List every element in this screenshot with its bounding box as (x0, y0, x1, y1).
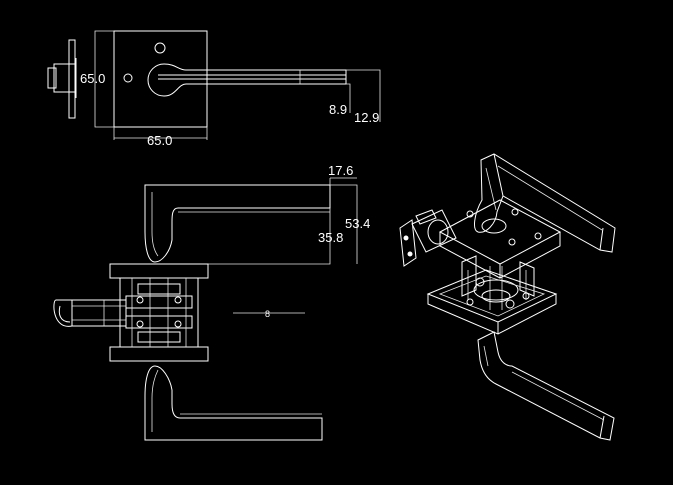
exploded-view (399, 153, 616, 441)
side-lever-height-inner-label: 35.8 (318, 230, 343, 245)
iso-lower-lever (477, 331, 615, 441)
side-upper-rose (109, 263, 209, 279)
side-lever-thickness-label: 17.6 (328, 163, 353, 178)
iso-latch (399, 209, 457, 267)
side-lever-dimensions: 17.6 53.4 35.8 (208, 163, 370, 265)
top-screw-hole-left (123, 73, 133, 83)
top-lever-dimensions: 8.9 12.9 (329, 69, 381, 125)
top-lever-inner-label: 8.9 (329, 102, 347, 117)
side-lower-lever (144, 365, 323, 441)
iso-upper-lever (474, 153, 616, 253)
top-latch (47, 39, 77, 119)
top-screw-hole-top (154, 42, 166, 54)
side-lower-rose (109, 346, 209, 362)
side-view: 17.6 53.4 35.8 (53, 163, 370, 441)
top-rose-height-label: 65.0 (80, 71, 105, 86)
top-height-dimension: 65.0 (80, 30, 114, 128)
side-spindle-marker: 8 (233, 309, 305, 319)
iso-mechanism (461, 255, 535, 310)
top-lever-outer-label: 12.9 (354, 110, 379, 125)
side-latch (53, 299, 127, 327)
top-lever (147, 63, 347, 97)
side-mechanism (119, 277, 199, 348)
top-rose-width-label: 65.0 (147, 133, 172, 148)
side-lever-height-outer-label: 53.4 (345, 216, 370, 231)
top-width-dimension: 65.0 (113, 127, 208, 148)
iso-upper-rose (438, 199, 562, 279)
top-view: 65.0 8.9 12.9 65.0 (47, 30, 381, 148)
iso-lower-rose (426, 269, 558, 335)
side-spindle-mark-label: 8 (265, 309, 270, 319)
side-upper-lever (144, 184, 331, 263)
